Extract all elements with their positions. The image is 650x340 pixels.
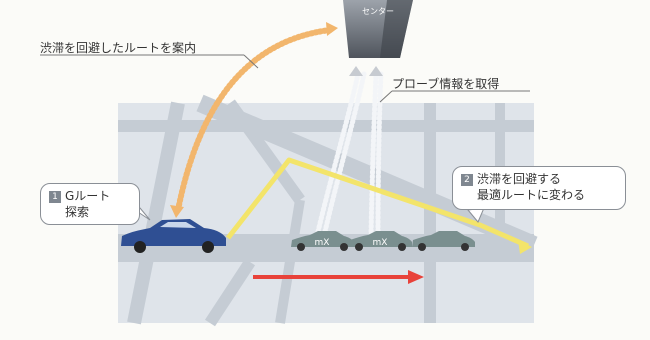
probe-car-1-icon (291, 231, 354, 251)
probe-car-1-badge: mX (315, 238, 330, 248)
probe-info-label: プローブ情報を取得 (392, 77, 500, 91)
probe-car-2-badge: mX (373, 238, 388, 248)
probe-signal-arrowheads (349, 66, 383, 76)
step2-callout: 2 渋滞を回避する 最適ルートに変わる (452, 166, 626, 210)
step2-number-badge: 2 (461, 174, 473, 186)
step2-line1: 2 渋滞を回避する (461, 171, 617, 187)
step1-title: Gルート (65, 189, 111, 203)
step2-title: 渋滞を回避する (477, 172, 562, 186)
main-car-icon (121, 219, 226, 253)
congestion-arrowhead (408, 270, 424, 284)
step1-number-badge: 1 (49, 191, 61, 203)
normal-car-icon (412, 231, 475, 251)
probe-leader-diag (379, 90, 393, 103)
center-tower (343, 0, 413, 58)
optimal-route-arrowhead (518, 240, 532, 254)
probe-car-2-icon (349, 231, 412, 251)
probe-signal-lines (314, 71, 384, 239)
guidance-arrowhead-bottom (170, 205, 184, 218)
guidance-signal-arc (175, 27, 333, 213)
center-label: センター (362, 7, 394, 16)
step2-line2: 最適ルートに変わる (477, 188, 586, 202)
optimal-route-line (226, 157, 530, 249)
step1-line1: 1 Gルート (49, 188, 131, 204)
step1-callout: 1 Gルート 探索 (40, 183, 140, 225)
detour-leader-diag (243, 54, 259, 69)
step1-line2: 探索 (65, 205, 90, 219)
guidance-arrowhead-top (326, 22, 338, 36)
detour-guidance-label: 渋滞を回避したルートを案内 (40, 41, 197, 55)
